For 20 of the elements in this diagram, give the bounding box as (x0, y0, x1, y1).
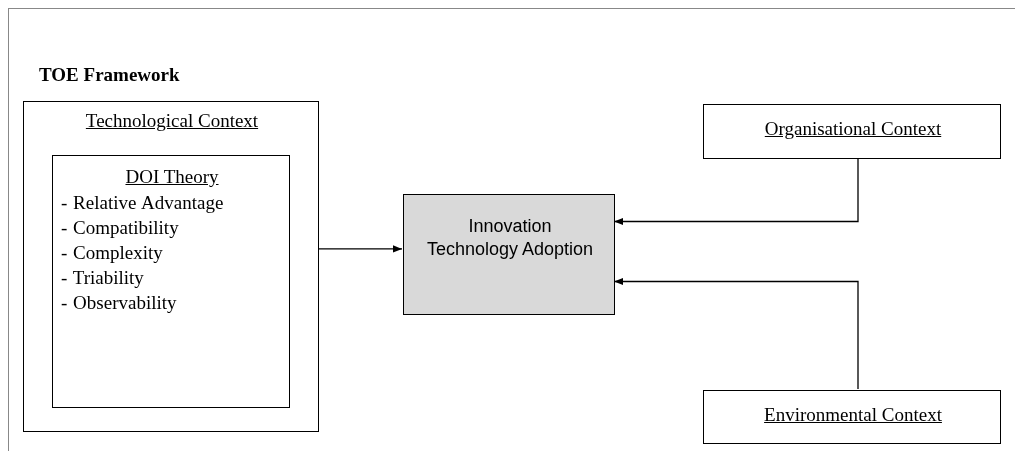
list-item: - Relative Advantage (61, 192, 224, 214)
framework-frame (8, 8, 1015, 451)
box-heading: Organisational Context (763, 118, 943, 140)
box-heading: DOI Theory (124, 166, 220, 188)
arrow (613, 157, 859, 226)
context-box (703, 104, 1001, 159)
theory-box (52, 155, 290, 408)
list-item: - Compatibility (61, 217, 179, 239)
frame-title: TOE Framework (39, 64, 180, 86)
list-item: - Triability (61, 267, 144, 289)
arrow (317, 245, 403, 253)
box-heading: Technological Context (84, 110, 260, 132)
context-box (703, 390, 1001, 444)
list-item: - Complexity (61, 242, 163, 264)
context-box (23, 101, 319, 432)
box-label: Innovation Technology Adoption (425, 215, 595, 262)
box-heading: Environmental Context (763, 404, 943, 426)
process-box (403, 194, 615, 315)
arrow (613, 277, 859, 390)
list-item: - Observability (61, 292, 177, 314)
